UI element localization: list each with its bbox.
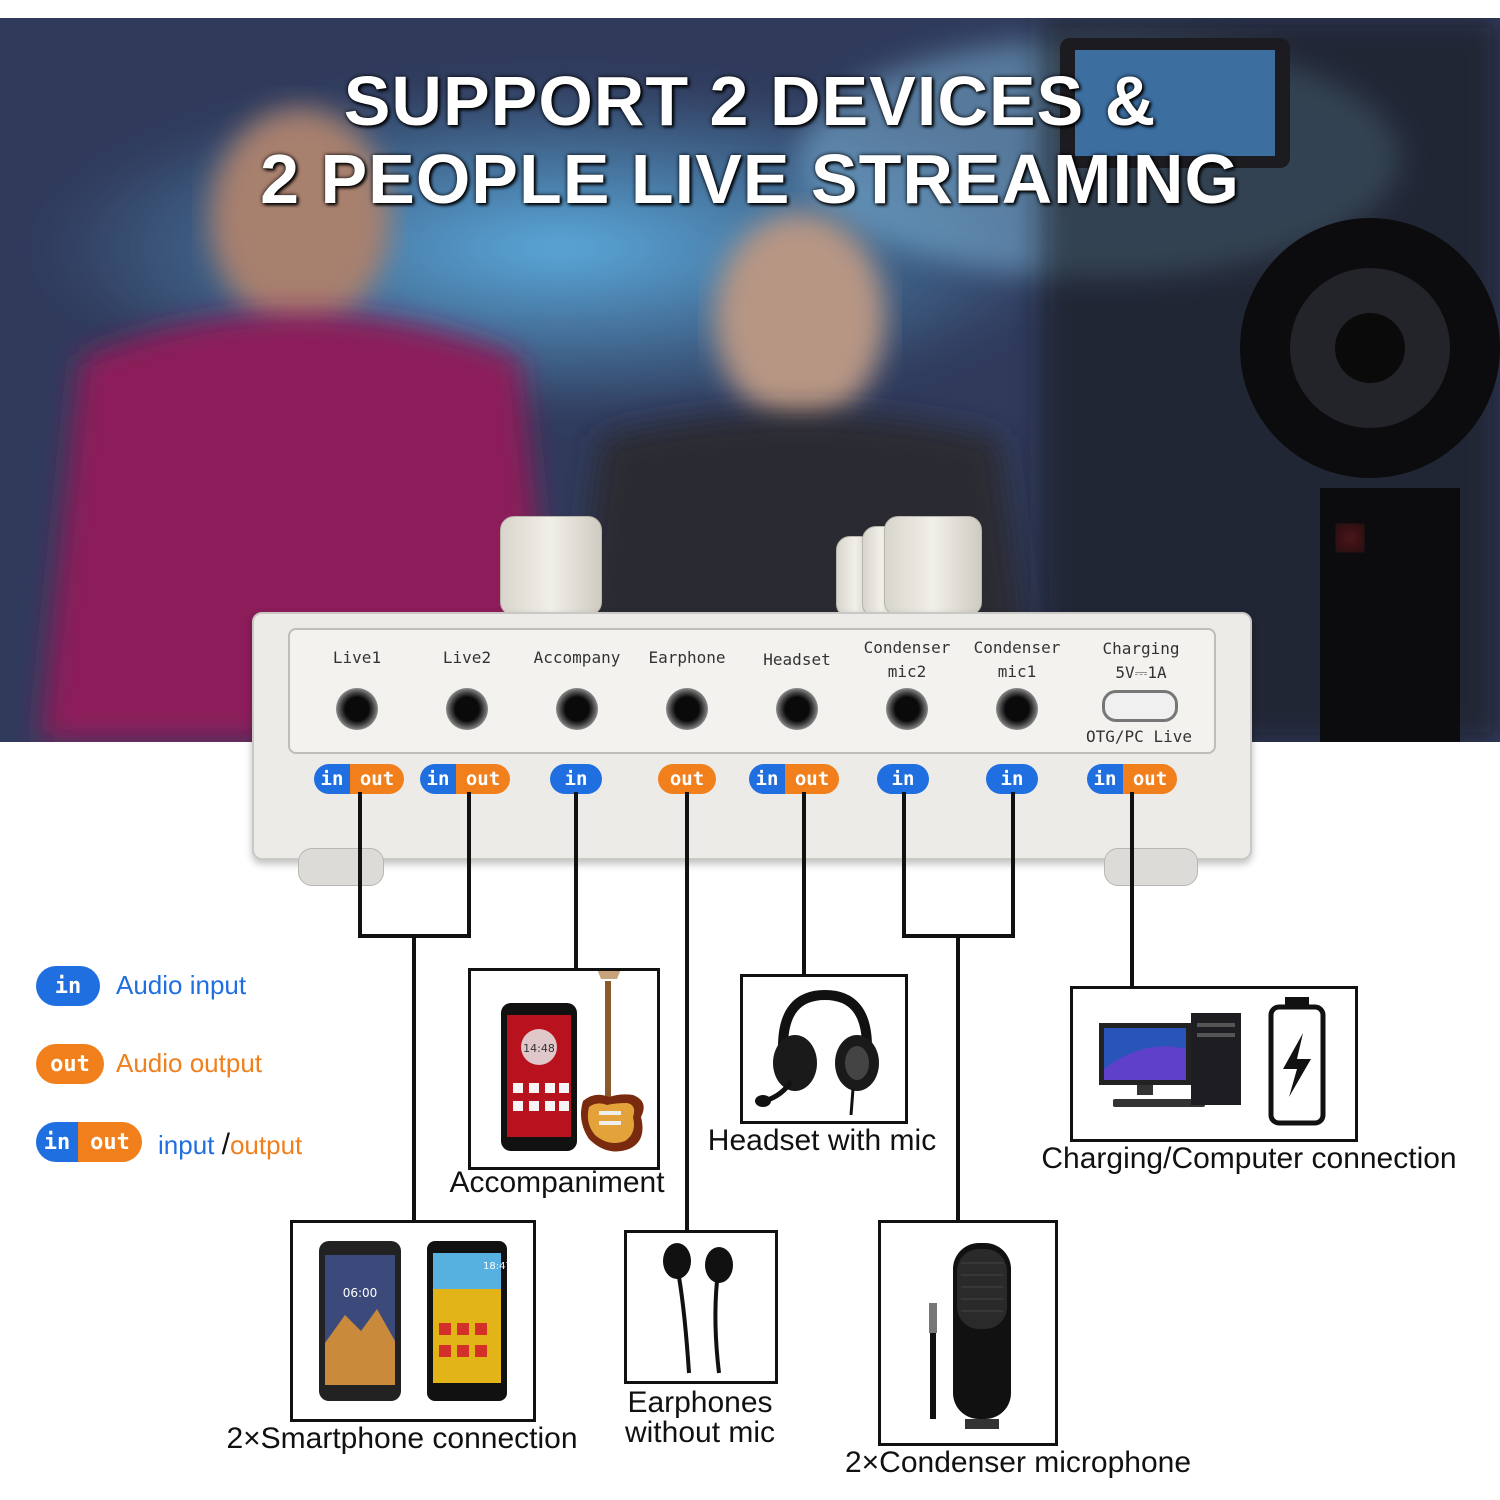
volume-knob-left[interactable]	[500, 516, 602, 616]
phone-and-guitar-icon: 14:48	[501, 969, 644, 1152]
port-label-line-2: mic2	[887, 662, 927, 681]
badge-in: in	[986, 764, 1038, 794]
badge-condenser-mic1-in: in	[986, 764, 1038, 794]
badge-charging-inout: in out	[1087, 764, 1177, 794]
badge-out: out	[1123, 764, 1177, 794]
condenser-microphone-icon	[929, 1243, 1011, 1429]
connector-line	[467, 792, 471, 938]
headline-line-2: 2 PEOPLE LIVE STREAMING	[260, 140, 1240, 218]
badge-live2-inout: in out	[420, 764, 510, 794]
legend-out-text: Audio output	[116, 1048, 263, 1078]
legend-input-word: input	[158, 1130, 215, 1160]
badge-in: in	[420, 764, 456, 794]
phone-clock: 06:00	[343, 1286, 378, 1300]
badge-out: out	[785, 764, 839, 794]
connector-line	[902, 792, 906, 938]
connector-line	[358, 792, 362, 938]
usb-c-port[interactable]	[1102, 690, 1178, 722]
legend-in-badge: in	[36, 966, 100, 1006]
badge-accompany-in: in	[550, 764, 602, 794]
caption-earphones: Earphones without mic	[600, 1388, 800, 1448]
legend-inout-badge: in out	[36, 1122, 142, 1162]
caption-headset: Headset with mic	[707, 1124, 937, 1157]
headset-jack[interactable]	[776, 688, 818, 730]
badge-out: out	[350, 764, 404, 794]
port-label-accompany: Accompany	[533, 648, 621, 667]
device-foot-left	[298, 848, 384, 886]
badge-in: in	[749, 764, 785, 794]
legend-output-word: output	[229, 1130, 303, 1160]
badge-out: out	[456, 764, 510, 794]
headline-line-1: SUPPORT 2 DEVICES &	[343, 62, 1157, 140]
connector-line	[802, 792, 806, 976]
computer-and-battery-icon	[1099, 997, 1326, 1126]
connector-line	[956, 934, 960, 1222]
condenser-mic1-jack[interactable]	[996, 688, 1038, 730]
phone-clock: 18:47	[483, 1261, 512, 1272]
connector-line	[685, 792, 689, 1232]
caption-earphones-line-1: Earphones	[627, 1386, 773, 1419]
badge-in: in	[314, 764, 350, 794]
port-label-line-1: Condenser	[973, 638, 1061, 657]
badge-in: in	[877, 764, 929, 794]
badge-condenser-mic2-in: in	[877, 764, 929, 794]
live1-jack[interactable]	[336, 688, 378, 730]
accompaniment-box: 14:48	[468, 968, 660, 1170]
condenser-mic-box	[878, 1220, 1058, 1446]
earphone-jack[interactable]	[666, 688, 708, 730]
live2-jack[interactable]	[446, 688, 488, 730]
port-label-line-1: Charging	[1102, 639, 1180, 658]
device-foot-right	[1104, 848, 1198, 886]
legend-inout-text: input /output	[158, 1128, 302, 1162]
badge-headset-inout: in out	[749, 764, 839, 794]
headset-icon	[755, 989, 879, 1116]
badge-out: out	[36, 1044, 104, 1084]
legend-out-badge: out	[36, 1044, 104, 1084]
legend-in-text: Audio input	[116, 970, 247, 1000]
caption-earphones-line-2: without mic	[624, 1416, 776, 1449]
port-label-headset: Headset	[763, 650, 831, 669]
port-label-charging: Charging 5V⎓1A	[1086, 637, 1196, 685]
port-label-condenser-mic1: Condenser mic1	[962, 636, 1072, 684]
caption-smartphone: 2×Smartphone connection	[226, 1422, 578, 1455]
smartphone-box: 06:00 18:47	[290, 1220, 536, 1422]
device-port-panel	[288, 628, 1216, 754]
badge-in: in	[1087, 764, 1123, 794]
port-label-live1: Live1	[332, 648, 382, 667]
legend-separator: /	[221, 1128, 230, 1161]
port-label-condenser-mic2: Condenser mic2	[852, 636, 962, 684]
earphones-icon	[663, 1243, 733, 1374]
badge-earphone-out: out	[658, 764, 716, 794]
two-smartphones-icon: 06:00 18:47	[319, 1241, 512, 1401]
connector-line	[1130, 792, 1134, 988]
connector-line	[412, 934, 416, 1222]
earphones-box	[624, 1230, 778, 1384]
volume-knob-right[interactable]	[884, 516, 982, 616]
port-label-line-2: 5V⎓1A	[1115, 663, 1167, 682]
badge-live1-inout: in out	[314, 764, 404, 794]
charging-box	[1070, 986, 1358, 1142]
phone-clock: 14:48	[523, 1042, 555, 1055]
caption-accompaniment: Accompaniment	[449, 1166, 665, 1199]
badge-in: in	[36, 1122, 78, 1162]
port-label-earphone: Earphone	[648, 648, 726, 667]
headset-box	[740, 974, 908, 1124]
connector-line	[1011, 792, 1015, 938]
connector-line	[574, 792, 578, 970]
badge-in: in	[36, 966, 100, 1006]
condenser-mic2-jack[interactable]	[886, 688, 928, 730]
port-sublabel-otg: OTG/PC Live	[1086, 727, 1192, 746]
badge-out: out	[78, 1122, 142, 1162]
accompany-jack[interactable]	[556, 688, 598, 730]
headline: SUPPORT 2 DEVICES & 2 PEOPLE LIVE STREAM…	[0, 62, 1500, 218]
caption-charging: Charging/Computer connection	[1041, 1142, 1457, 1175]
port-label-live2: Live2	[442, 648, 492, 667]
badge-out: out	[658, 764, 716, 794]
caption-condenser: 2×Condenser microphone	[844, 1446, 1192, 1479]
port-label-line-1: Condenser	[863, 638, 951, 657]
port-label-line-2: mic1	[997, 662, 1037, 681]
badge-in: in	[550, 764, 602, 794]
